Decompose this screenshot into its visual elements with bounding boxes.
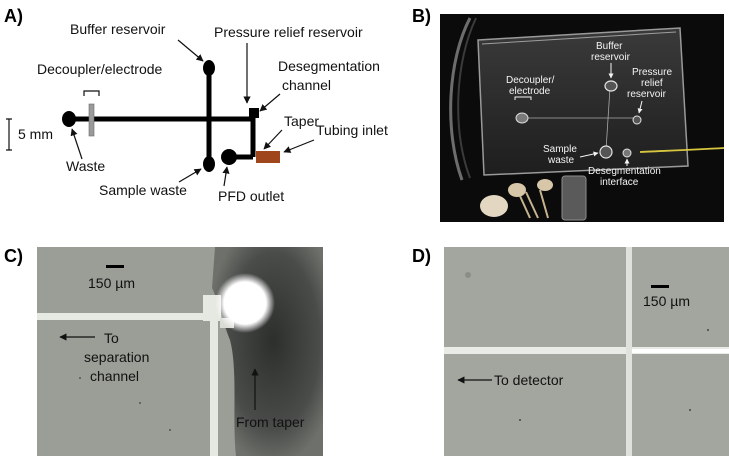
chip-tubing-post xyxy=(561,175,587,221)
chip-desegmentation-interface xyxy=(622,148,632,158)
fitting-wires xyxy=(519,189,549,219)
panel-d: D) 150 µm To detector xyxy=(412,246,729,456)
waste-reservoir xyxy=(62,111,76,127)
pressure-relief-reservoir xyxy=(249,108,259,118)
b-label-sample-1: Sample xyxy=(543,144,577,155)
scale-bar-a xyxy=(6,118,12,151)
arrow-sample-waste xyxy=(178,168,202,183)
pfd-outlet xyxy=(221,149,237,165)
tubing-inlet xyxy=(256,151,280,163)
label-taper: Taper xyxy=(284,113,319,129)
speck xyxy=(169,429,171,431)
panel-a: A) Buffer reservoir Pressure relief rese… xyxy=(4,6,388,204)
dish-edge-inner xyxy=(457,17,477,179)
chip-sample-waste xyxy=(599,145,613,159)
fitting-left xyxy=(480,195,508,217)
chip-highlight xyxy=(481,31,677,45)
b-label-pressure-1: Pressure xyxy=(632,67,672,78)
label-sample-waste: Sample waste xyxy=(99,182,187,198)
label-buffer-reservoir: Buffer reservoir xyxy=(70,21,166,37)
label-pressure-relief-reservoir: Pressure relief reservoir xyxy=(214,24,363,40)
d-label-to-detector: To detector xyxy=(494,372,564,388)
yellow-wire xyxy=(639,147,725,153)
label-decoupler-electrode: Decoupler/electrode xyxy=(37,61,163,77)
speck xyxy=(465,272,471,278)
panel-c: C) 150 µm To separation channel From tap… xyxy=(4,246,323,456)
speck xyxy=(519,419,521,421)
d-label-scale: 150 µm xyxy=(643,293,690,309)
arrow-tubing-inlet xyxy=(283,139,315,153)
dish-edge xyxy=(449,17,472,181)
bright-spot xyxy=(215,273,275,333)
chip-decoupler xyxy=(515,112,529,124)
sample-waste-reservoir xyxy=(203,156,215,172)
speck xyxy=(689,409,691,411)
c-scale-bar xyxy=(106,265,124,268)
b-arrow-pressure xyxy=(637,100,643,114)
label-scale-5mm: 5 mm xyxy=(18,126,53,142)
label-tubing-inlet: Tubing inlet xyxy=(316,122,388,138)
speck xyxy=(707,329,709,331)
label-pfd-outlet: PFD outlet xyxy=(218,188,284,204)
fitting-right xyxy=(537,179,553,191)
arrow-buffer xyxy=(177,39,204,62)
arrow-waste xyxy=(70,128,83,160)
chip-cross-channel xyxy=(605,87,611,151)
b-label-sample-2: waste xyxy=(547,155,575,166)
chip-pressure-relief xyxy=(632,115,642,125)
c-horizontal-channel xyxy=(37,313,215,320)
b-label-pressure-3: reservoir xyxy=(627,89,667,100)
d-scale-bar xyxy=(651,285,669,288)
panel-c-letter: C) xyxy=(4,246,23,266)
b-label-deseg-1: Desegmentation xyxy=(588,166,661,177)
decoupler-bracket xyxy=(83,90,100,96)
c-label-to-1: To xyxy=(104,330,119,346)
c-label-to-3: channel xyxy=(90,368,139,384)
panel-a-letter: A) xyxy=(4,6,23,26)
b-label-decoupler-1: Decoupler/ xyxy=(506,75,555,86)
label-waste: Waste xyxy=(66,158,105,174)
label-desegmentation-line1: Desegmentation xyxy=(278,58,380,74)
c-label-scale: 150 µm xyxy=(88,275,135,291)
decoupler xyxy=(88,103,95,137)
d-horizontal-channel xyxy=(444,347,729,354)
speck xyxy=(139,402,141,404)
fitting-mid xyxy=(508,183,526,197)
b-label-pressure-2: relief xyxy=(641,78,663,89)
glass-chip xyxy=(477,27,689,176)
panel-b: B) Buffer reservoir Pressure relief rese… xyxy=(412,6,725,222)
d-vertical-channel xyxy=(626,247,632,456)
b-label-decoupler-2: electrode xyxy=(509,86,551,97)
b-label-deseg-2: interface xyxy=(600,177,639,188)
b-label-buffer-2: reservoir xyxy=(591,52,631,63)
buffer-reservoir xyxy=(203,60,215,76)
panel-b-letter: B) xyxy=(412,6,431,26)
c-label-to-2: separation xyxy=(84,349,149,365)
arrow-taper xyxy=(263,129,283,150)
b-label-buffer-1: Buffer xyxy=(596,41,623,52)
arrow-pfd-outlet xyxy=(222,166,230,187)
chip-buffer-reservoir xyxy=(604,80,618,92)
b-arrow-sample xyxy=(579,151,599,158)
speck xyxy=(79,377,81,379)
label-desegmentation-line2: channel xyxy=(282,77,331,93)
panel-d-letter: D) xyxy=(412,246,431,266)
d-bright-channel xyxy=(632,349,729,353)
c-vertical-channel xyxy=(210,318,218,456)
arrow-desegmentation xyxy=(259,93,281,112)
b-decoupler-bracket xyxy=(514,96,532,100)
c-label-from-taper: From taper xyxy=(236,414,305,430)
